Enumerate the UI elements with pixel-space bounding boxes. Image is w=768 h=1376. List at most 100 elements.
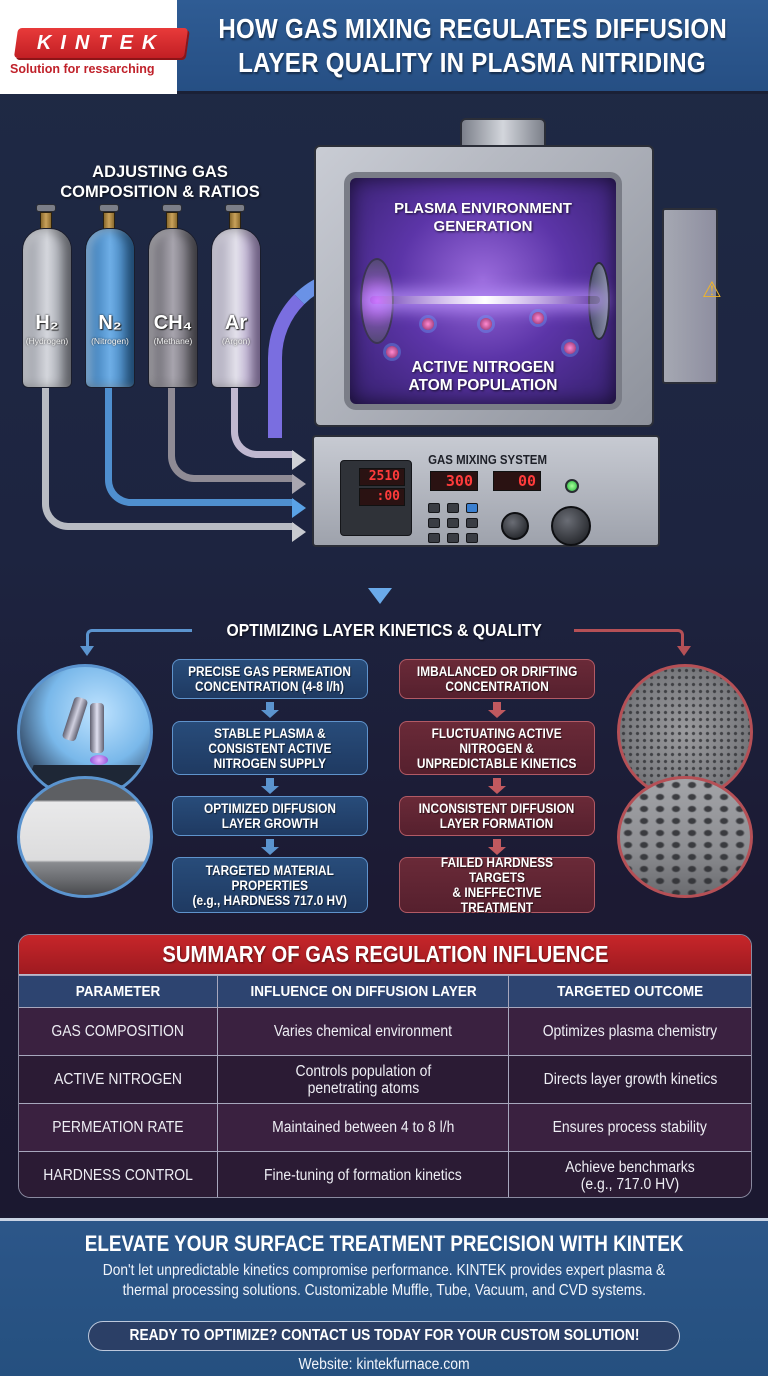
key-button[interactable]: [447, 503, 459, 513]
nitrogen-label: ACTIVE NITROGEN ATOM POPULATION: [344, 359, 622, 395]
pipe-ar: [231, 388, 294, 458]
cell-text: PERMEATION RATE: [52, 1119, 184, 1136]
cell-text: GAS COMPOSITION: [51, 1023, 185, 1040]
key-button[interactable]: [428, 533, 440, 543]
good-step-text: OPTIMIZED DIFFUSION LAYER GROWTH: [204, 801, 336, 831]
valve-icon: [36, 204, 56, 212]
table-cell: Maintained between 4 to 8 l/h: [217, 1103, 510, 1152]
cylinder-formula: H₂: [35, 312, 59, 334]
good-step-2: STABLE PLASMA & CONSISTENT ACTIVE NITROG…: [172, 721, 368, 775]
knob-large[interactable]: [551, 506, 591, 546]
atom-icon: [532, 312, 544, 324]
gas-section-title: ADJUSTING GAS COMPOSITION & RATIOS: [40, 162, 280, 202]
cell-text: Directs layer growth kinetics: [543, 1071, 717, 1088]
kinetics-title: OPTIMIZING LAYER KINETICS & QUALITY: [190, 620, 578, 640]
knob-small[interactable]: [501, 512, 529, 540]
pipe-n2: [105, 388, 294, 506]
cell-text: Fine-tuning of formation kinetics: [264, 1167, 462, 1185]
plasma-label: PLASMA ENVIRONMENT GENERATION: [344, 200, 622, 236]
website-link[interactable]: Website: kintekfurnace.com: [0, 1356, 768, 1374]
valve-icon: [99, 204, 119, 212]
plasma-beam: [370, 296, 600, 304]
table-cell: Ensures process stability: [508, 1103, 751, 1152]
good-step-3: OPTIMIZED DIFFUSION LAYER GROWTH: [172, 796, 368, 836]
table-row: PERMEATION RATE Maintained between 4 to …: [19, 1103, 751, 1152]
chamber-top-port: [460, 118, 546, 148]
summary-title: SUMMARY OF GAS REGULATION INFLUENCE: [19, 935, 751, 975]
key-button[interactable]: [447, 533, 459, 543]
valve-icon: [162, 204, 182, 212]
arrow-down-icon: [677, 646, 691, 656]
bad-step-2: FLUCTUATING ACTIVE NITROGEN & UNPREDICTA…: [399, 721, 595, 775]
branch-bad: [574, 629, 684, 649]
table-cell: Achieve benchmarks (e.g., 717.0 HV): [508, 1151, 751, 1197]
keypad: [428, 503, 478, 543]
pore-texture: [620, 667, 750, 797]
bad-step-4: FAILED HARDNESS TARGETS & INEFFECTIVE TR…: [399, 855, 595, 915]
table-cell: HARDNESS CONTROL: [19, 1151, 219, 1197]
cylinder-formula: Ar: [224, 312, 248, 334]
table-cell: GAS COMPOSITION: [19, 1007, 219, 1056]
good-step-4: TARGETED MATERIAL PROPERTIES (e.g., HARD…: [172, 857, 368, 913]
arrow-right-icon: [292, 450, 306, 470]
cell-text: Varies chemical environment: [274, 1023, 453, 1040]
logo[interactable]: KINTEK Solution for ressarching: [0, 0, 189, 94]
panel-title: GAS MIXING SYSTEM: [428, 452, 547, 467]
good-step-text: PRECISE GAS PERMEATION CONCENTRATION (4-…: [188, 664, 352, 694]
plasma-label-line-1: PLASMA ENVIRONMENT: [394, 200, 572, 217]
key-button[interactable]: [466, 503, 478, 513]
cylinder-formula: N₂: [98, 312, 122, 334]
display-2: :00: [359, 488, 405, 506]
arrow-down-icon: [261, 839, 279, 855]
column-header: PARAMETER: [19, 975, 219, 1008]
website-text: Website: kintekfurnace.com: [298, 1356, 470, 1373]
display-4: 00: [493, 471, 541, 491]
table-cell: Fine-tuning of formation kinetics: [217, 1151, 510, 1197]
table-cell: Varies chemical environment: [217, 1007, 510, 1056]
display-3: 300: [430, 471, 478, 491]
gas-title-line-1: ADJUSTING GAS: [92, 163, 228, 181]
pipe-h2: [42, 388, 294, 530]
key-button[interactable]: [428, 518, 440, 528]
chamber-window: [344, 172, 622, 410]
key-button[interactable]: [447, 518, 459, 528]
contact-cta-button[interactable]: READY TO OPTIMIZE? CONTACT US TODAY FOR …: [88, 1321, 680, 1351]
column-header: INFLUENCE ON DIFFUSION LAYER: [217, 975, 510, 1008]
table-row: GAS COMPOSITION Varies chemical environm…: [19, 1007, 751, 1056]
bad-step-text: IMBALANCED OR DRIFTING CONCENTRATION: [416, 664, 578, 694]
atom-icon: [480, 318, 492, 330]
cell-text: Achieve benchmarks (e.g., 717.0 HV): [565, 1158, 695, 1193]
arrow-right-icon: [292, 522, 306, 542]
header-text: INFLUENCE ON DIFFUSION LAYER: [250, 983, 477, 1000]
cylinder-formula: CH₄: [153, 312, 193, 334]
table-cell: PERMEATION RATE: [19, 1103, 219, 1152]
plasma-label-line-2: GENERATION: [433, 218, 533, 235]
inconsistent-layer-image: [617, 776, 753, 898]
light-glow: [90, 755, 108, 765]
arrow-down-icon: [488, 702, 506, 718]
atom-icon: [564, 342, 576, 354]
arrow-right-icon: [292, 498, 306, 518]
warning-icon: ⚠: [702, 277, 722, 302]
bad-step-text: INCONSISTENT DIFFUSION LAYER FORMATION: [419, 801, 575, 831]
cell-text: Controls population of penetrating atoms: [295, 1062, 431, 1097]
cell-text: Ensures process stability: [552, 1119, 708, 1136]
bad-step-3: INCONSISTENT DIFFUSION LAYER FORMATION: [399, 796, 595, 836]
title-line-1: HOW GAS MIXING REGULATES DIFFUSION: [217, 12, 727, 44]
pore-texture: [620, 779, 750, 895]
cylinder-name: (Hydrogen): [25, 336, 69, 346]
table-row: HARDNESS CONTROL Fine-tuning of formatio…: [19, 1151, 751, 1197]
logo-text: KINTEK: [36, 31, 166, 54]
key-button[interactable]: [428, 503, 440, 513]
cylinder-name: (Argon): [221, 336, 251, 346]
summary-title-text: SUMMARY OF GAS REGULATION INFLUENCE: [161, 941, 609, 967]
key-button[interactable]: [466, 533, 478, 543]
controller-block: 2510 :00: [340, 460, 412, 536]
logo-badge: KINTEK: [13, 28, 189, 58]
status-led: [565, 479, 579, 493]
summary-table: SUMMARY OF GAS REGULATION INFLUENCE PARA…: [18, 934, 752, 1198]
arrow-down-icon: [368, 588, 392, 604]
key-button[interactable]: [466, 518, 478, 528]
pipe-ch4: [168, 388, 294, 482]
